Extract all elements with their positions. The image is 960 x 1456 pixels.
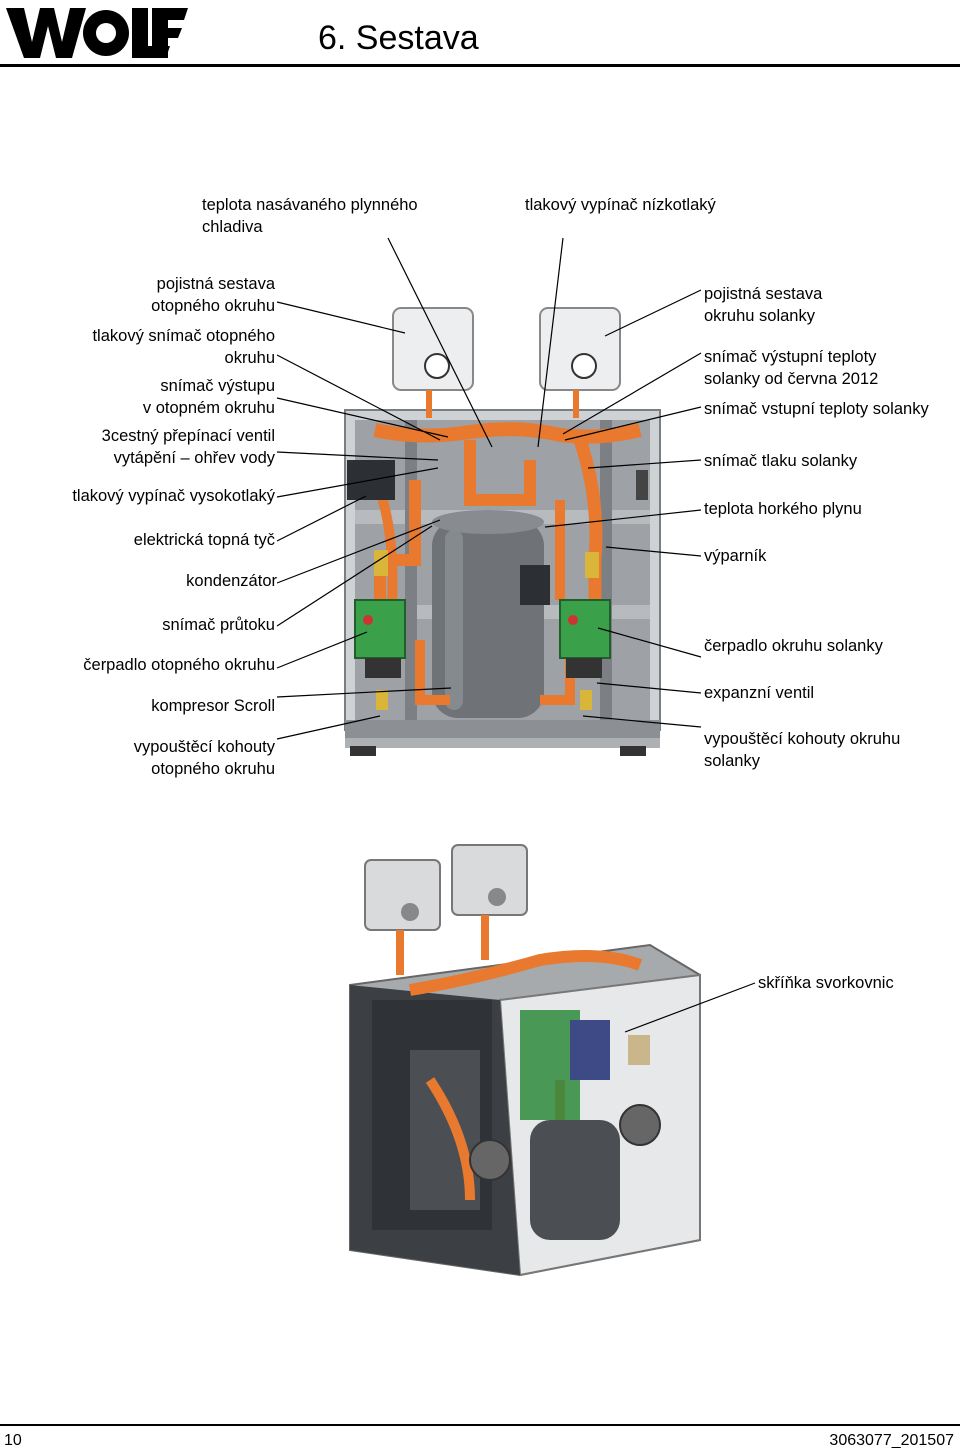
label-brine-inlet-temp-sensor: snímač vstupní teploty solanky [704, 400, 929, 418]
label-heating-safety-group: pojistná sestava otopného okruhu [151, 275, 275, 315]
label-brine-outlet-temp-sensor: snímač výstupní teploty solanky od červn… [704, 348, 879, 388]
page-title: 6. Sestava [318, 19, 479, 57]
label-brine-pump: čerpadlo okruhu solanky [704, 637, 883, 655]
label-heating-flow-sensor: snímač výstupu v otopném okruhu [142, 377, 275, 417]
heat-pump-isometric-illustration [349, 844, 756, 1277]
label-3way-valve: 3cestný přepínací ventil vytápění – ohře… [101, 427, 275, 467]
label-suction-gas-temp: teplota nasávaného plynného chladiva [202, 196, 418, 236]
label-brine-drain-cocks: vypouštěcí kohouty okruhu solanky [704, 730, 901, 770]
label-heating-pressure-sensor: tlakový snímač otopného okruhu [92, 327, 275, 367]
label-heating-pump: čerpadlo otopného okruhu [83, 656, 275, 674]
header-rule [0, 64, 960, 67]
label-condenser: kondenzátor [186, 572, 277, 590]
label-electric-heater: elektrická topná tyč [133, 531, 275, 549]
label-expansion-valve: expanzní ventil [704, 684, 815, 702]
label-flow-sensor: snímač průtoku [162, 616, 275, 634]
label-evaporator: výparník [704, 547, 767, 565]
label-heating-drain-cocks: vypouštěcí kohouty otopného okruhu [133, 738, 275, 778]
label-brine-pressure-sensor: snímač tlaku solanky [704, 452, 858, 470]
label-low-pressure-switch: tlakový vypínač nízkotlaký [525, 196, 716, 214]
label-brine-safety-group: pojistná sestava okruhu solanky [704, 285, 823, 325]
document-code: 3063077_201507 [829, 1432, 954, 1449]
label-high-pressure-switch: tlakový vypínač vysokotlaký [72, 487, 275, 505]
page-number: 10 [4, 1432, 22, 1449]
footer-rule [0, 1424, 960, 1426]
label-hot-gas-temp: teplota horkého plynu [704, 500, 862, 518]
label-scroll-compressor: kompresor Scroll [151, 697, 275, 715]
label-terminal-box: skříňka svorkovnic [758, 974, 894, 992]
wolf-logo [2, 2, 190, 64]
